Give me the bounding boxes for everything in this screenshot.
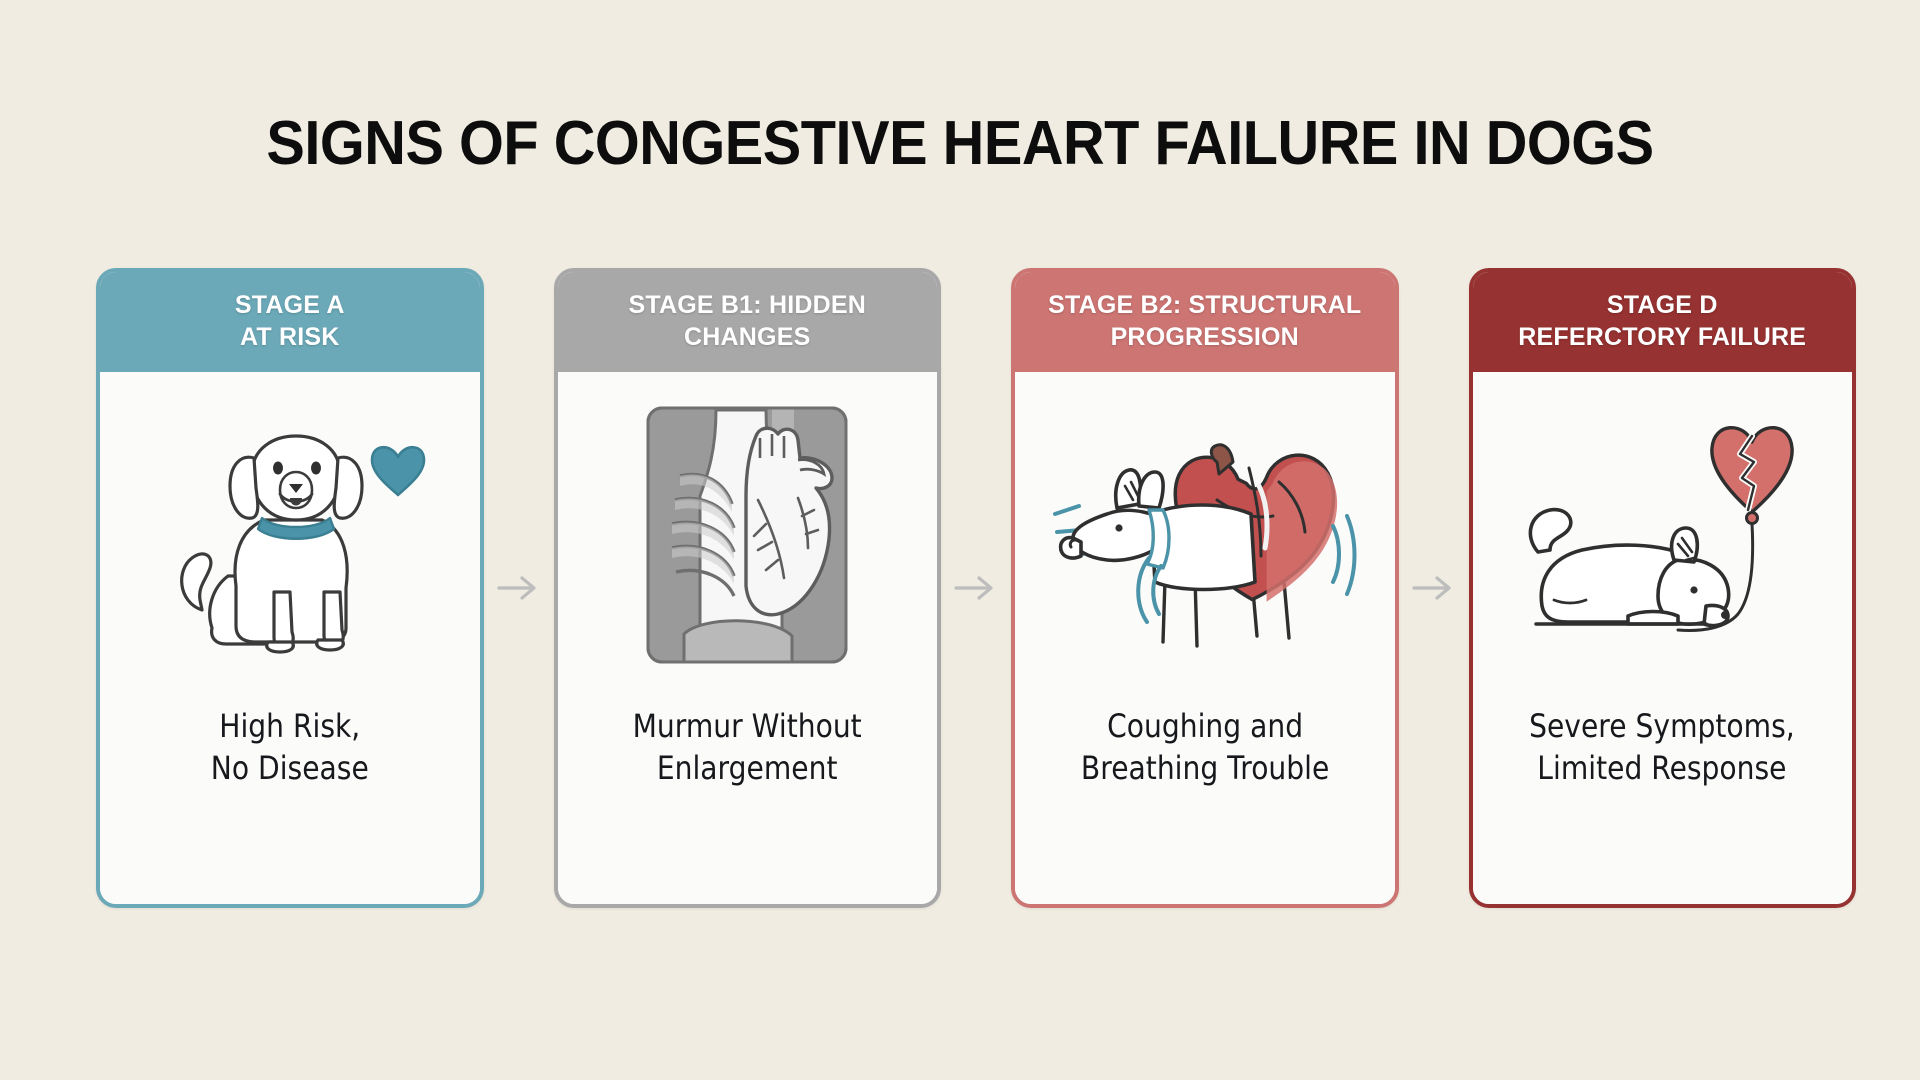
stage-caption-stage-a: High Risk, No Disease (210, 707, 369, 787)
stage-card-stage-d[interactable]: STAGE D REFERCTORY FAILURE (1468, 268, 1856, 908)
stage-card-header-stage-d: STAGE D REFERCTORY FAILURE (1472, 272, 1852, 372)
stage-header-line1: STAGE B2: STRUCTURAL (1048, 291, 1362, 319)
stage-header-line1: STAGE A (234, 291, 345, 319)
illustration-lying-dog-with-broken-heart-balloon (1487, 380, 1839, 690)
connector-arrow-1 (484, 268, 554, 908)
stage-header-line2: CHANGES (684, 323, 811, 351)
stage-card-header-stage-b1: STAGE B1: HIDDEN CHANGES (557, 272, 937, 372)
stage-card-body-stage-a: High Risk, No Disease (100, 372, 480, 904)
stage-card-body-stage-b2: Coughing and Breathing Trouble (1015, 372, 1395, 904)
arrow-right-icon (954, 576, 993, 600)
stage-card-stage-b2[interactable]: STAGE B2: STRUCTURAL PROGRESSION (1011, 268, 1399, 908)
stage-header-line2: AT RISK (239, 323, 340, 351)
arrow-right-icon (1411, 576, 1451, 600)
illustration-coughing-dog-with-enlarged-heart (1029, 380, 1381, 690)
illustration-sitting-dog-with-teal-heart (114, 380, 466, 690)
stage-header-line1: STAGE D (1606, 291, 1718, 319)
stage-header-line2: REFERCTORY FAILURE (1518, 323, 1807, 351)
stage-header-text: STAGE B2: STRUCTURAL PROGRESSION (1048, 289, 1361, 353)
stage-header-text: STAGE B1: HIDDEN CHANGES (629, 289, 866, 353)
teal-heart-icon (370, 445, 426, 497)
stage-header-line1: STAGE B1: HIDDEN (628, 291, 866, 319)
stage-card-body-stage-d: Severe Symptoms, Limited Response (1472, 372, 1852, 904)
stage-header-text: STAGE D REFERCTORY FAILURE (1518, 289, 1806, 353)
stage-card-header-stage-a: STAGE A AT RISK (100, 272, 480, 372)
stage-card-header-stage-b2: STAGE B2: STRUCTURAL PROGRESSION (1015, 272, 1395, 372)
stage-card-stage-a[interactable]: STAGE A AT RISK (96, 268, 484, 908)
broken-heart-balloon-icon (1676, 426, 1794, 632)
stage-header-text: STAGE A AT RISK (235, 289, 345, 353)
connector-arrow-3 (1399, 268, 1469, 908)
stage-card-stage-b1[interactable]: STAGE B1: HIDDEN CHANGES (553, 268, 941, 908)
connector-arrow-2 (941, 268, 1011, 908)
stage-caption-stage-b2: Coughing and Breathing Trouble (1080, 707, 1329, 787)
stages-board: STAGE A AT RISK (96, 268, 1856, 908)
arrow-right-icon (496, 576, 536, 600)
stage-caption-stage-b1: Murmur Without Enlargement (632, 707, 862, 787)
page-title: SIGNS OF CONGESTIVE HEART FAILURE IN DOG… (266, 109, 1654, 178)
illustration-chest-xray (572, 380, 924, 690)
stage-caption-stage-d: Severe Symptoms, Limited Response (1529, 707, 1796, 787)
stage-card-body-stage-b1: Murmur Without Enlargement (557, 372, 937, 904)
stage-header-line2: PROGRESSION (1110, 323, 1299, 351)
